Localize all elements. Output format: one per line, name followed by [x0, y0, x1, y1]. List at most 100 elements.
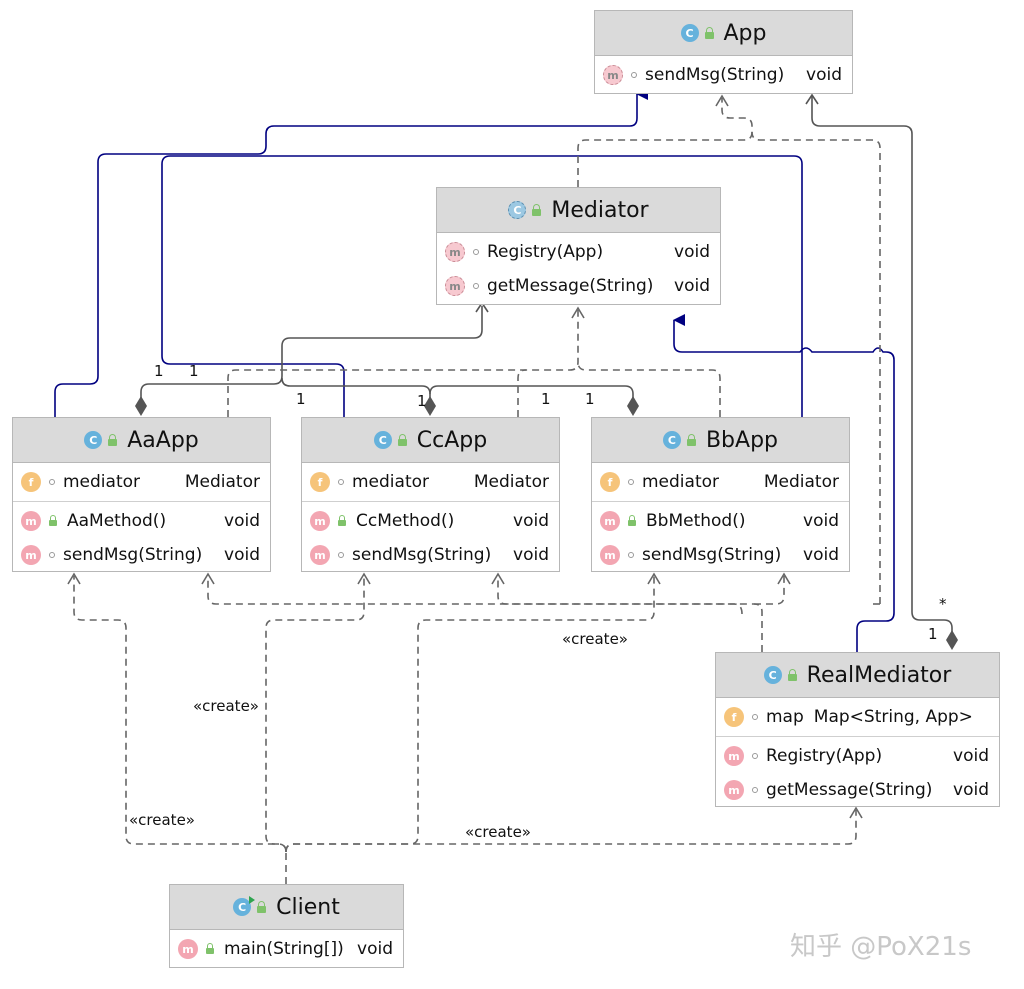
member-row: m Registry(App) void [437, 235, 720, 269]
member-row: f mediator Mediator [592, 465, 849, 499]
class-aaapp-methods: m AaMethod() void m sendMsg(String) void [13, 502, 270, 574]
edge-aaapp-mediator-assoc [140, 306, 483, 406]
label-multiplicity: 1 [154, 362, 164, 380]
method-icon: m [600, 511, 620, 531]
class-bbapp-methods: m BbMethod() void m sendMsg(String) void [592, 502, 849, 574]
edge-realmediator-uses-ccapp [497, 576, 743, 615]
method-icon: m [310, 545, 330, 565]
field-icon: f [310, 472, 330, 492]
method-icon: m [310, 511, 330, 531]
package-visibility-icon [473, 249, 479, 255]
method-icon: m [600, 545, 620, 565]
method-icon: m [21, 511, 41, 531]
class-icon: C [763, 666, 782, 684]
member-row: m sendMsg(String) void [595, 58, 852, 92]
class-ccapp-name: CcApp [416, 427, 488, 453]
abstract-method-icon: m [445, 276, 465, 296]
class-ccapp[interactable]: C CcApp f mediator Mediator m CcMethod()… [301, 417, 560, 572]
diamond-realmediator [946, 630, 958, 650]
class-bbapp[interactable]: C BbApp f mediator Mediator m BbMethod()… [591, 417, 850, 572]
package-visibility-icon [628, 479, 634, 485]
member-row: m sendMsg(String) void [302, 538, 559, 572]
label-create: «create» [465, 823, 531, 841]
class-aaapp-fields: f mediator Mediator [13, 463, 270, 502]
edge-bbapp-uses-mediator [577, 361, 721, 417]
diamond-ccapp [424, 396, 436, 416]
edge-client-creates-ccapp [265, 576, 365, 853]
class-bbapp-header: C BbApp [592, 418, 849, 463]
public-icon [787, 668, 797, 681]
public-icon [257, 900, 267, 913]
class-realmediator-methods: m Registry(App) void m getMessage(String… [716, 737, 999, 809]
public-icon [686, 433, 696, 446]
package-visibility-icon [628, 552, 634, 558]
static-method-icon: m [178, 939, 198, 959]
abstract-method-icon: m [603, 65, 623, 85]
edge-realmediator-uses-aaapp [207, 576, 763, 652]
class-client-header: C Client [170, 885, 403, 930]
public-visibility-icon [49, 515, 57, 526]
edge-client-creates-aaapp [73, 576, 287, 884]
method-icon: m [724, 746, 744, 766]
dependency-edges [73, 98, 881, 884]
diamond-bbapp [627, 396, 639, 416]
edge-aaapp-uses-mediator [227, 310, 579, 417]
package-visibility-icon [49, 479, 55, 485]
class-ccapp-header: C CcApp [302, 418, 559, 463]
label-multiplicity: 1 [417, 392, 427, 410]
edge-client-creates-bbapp [285, 576, 655, 853]
package-visibility-icon [473, 283, 479, 289]
field-icon: f [600, 472, 620, 492]
class-icon: C [680, 24, 699, 42]
package-visibility-icon [338, 552, 344, 558]
edge-realmediator-uses-app [751, 131, 881, 604]
package-visibility-icon [752, 787, 758, 793]
class-mediator[interactable]: C Mediator m Registry(App) void m getMes… [436, 187, 721, 305]
label-multiplicity: 1 [585, 390, 595, 408]
member-row: m main(String[]) void [170, 932, 403, 966]
member-row: m getMessage(String) void [437, 269, 720, 303]
edge-mediator-uses-app [577, 98, 753, 187]
class-aaapp[interactable]: C AaApp f mediator Mediator m AaMethod()… [12, 417, 271, 572]
public-icon [397, 433, 407, 446]
class-mediator-methods: m Registry(App) void m getMessage(String… [437, 233, 720, 305]
method-icon: m [724, 780, 744, 800]
edge-realmediator-extends-mediator [673, 314, 895, 652]
public-visibility-icon [338, 515, 346, 526]
class-mediator-name: Mediator [551, 197, 649, 223]
class-bbapp-name: BbApp [705, 427, 779, 453]
class-realmediator-fields: f map Map<String, App> [716, 698, 999, 737]
edge-aaapp-extends-app [54, 112, 638, 417]
edge-ccapp-uses-mediator [517, 369, 527, 417]
class-app[interactable]: C App m sendMsg(String) void [594, 10, 853, 94]
member-row: m sendMsg(String) void [592, 538, 849, 572]
label-multiplicity: 1 [541, 390, 551, 408]
package-visibility-icon [338, 479, 344, 485]
class-icon: C [373, 431, 392, 449]
class-bbapp-fields: f mediator Mediator [592, 463, 849, 502]
runnable-class-icon: C [233, 896, 256, 916]
member-row: m AaMethod() void [13, 504, 270, 538]
class-app-name: App [723, 20, 767, 46]
label-multiplicity: 1 [928, 625, 938, 643]
class-realmediator[interactable]: C RealMediator f map Map<String, App> m … [715, 652, 1000, 807]
class-client[interactable]: C Client m main(String[]) void [169, 884, 404, 968]
abstract-class-icon: C [508, 201, 527, 219]
method-icon: m [21, 545, 41, 565]
composition-diamonds [135, 396, 958, 650]
class-realmediator-name: RealMediator [806, 662, 952, 688]
class-mediator-header: C Mediator [437, 188, 720, 233]
inheritance-edges [54, 88, 895, 652]
field-icon: f [724, 707, 744, 727]
class-client-name: Client [276, 894, 340, 920]
class-aaapp-name: AaApp [127, 427, 199, 453]
package-visibility-icon [752, 753, 758, 759]
class-ccapp-fields: f mediator Mediator [302, 463, 559, 502]
class-aaapp-header: C AaApp [13, 418, 270, 463]
member-row: m sendMsg(String) void [13, 538, 270, 572]
label-multiplicity: 1 [296, 390, 306, 408]
edge-client-creates-realmediator [285, 810, 857, 853]
public-visibility-icon [628, 515, 636, 526]
class-realmediator-header: C RealMediator [716, 653, 999, 698]
